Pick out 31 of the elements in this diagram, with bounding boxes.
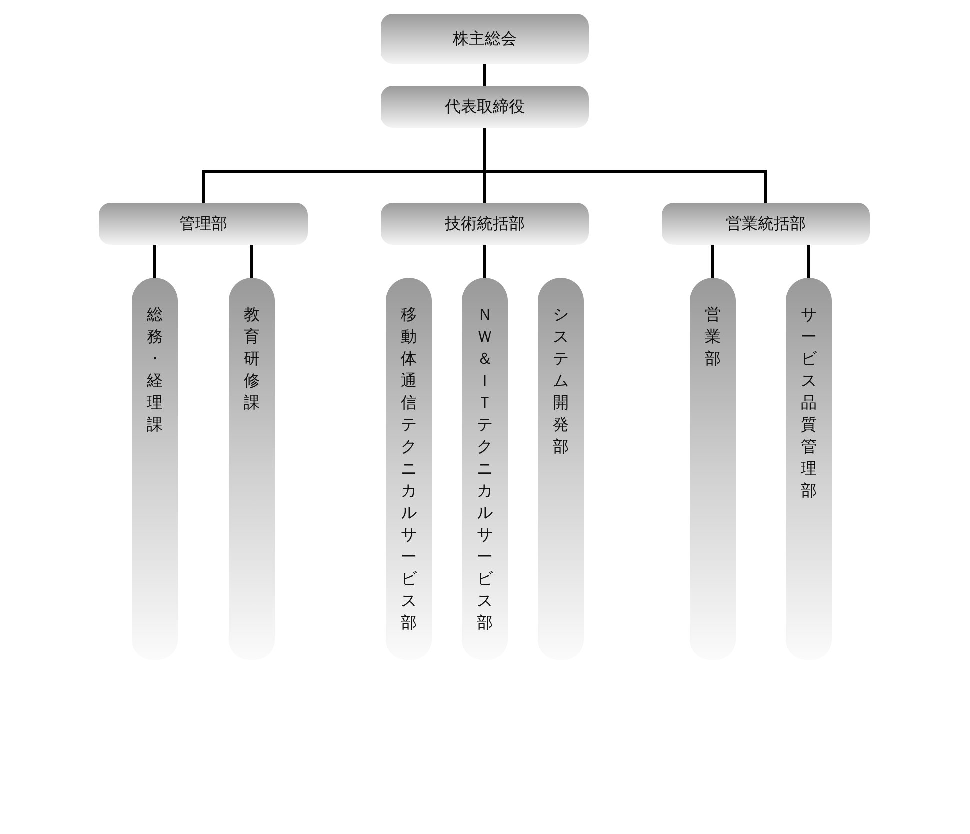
- org-box: [662, 203, 870, 245]
- department-column: [538, 278, 584, 660]
- connector-line: [484, 128, 768, 203]
- department-name: 移動体通信テクニカルサービス部: [400, 304, 418, 634]
- department-name: システム開発部: [552, 304, 570, 458]
- department-column: [132, 278, 178, 660]
- department-name: 総務・経理課: [146, 304, 164, 436]
- department-name: 代表取締役: [445, 96, 525, 118]
- connector-line: [712, 245, 714, 278]
- department-column: [462, 278, 508, 660]
- department-column: [786, 278, 832, 660]
- org-box: [381, 203, 589, 245]
- org-box: [381, 86, 589, 128]
- department-name: 株主総会: [453, 28, 517, 50]
- department-column: [690, 278, 736, 660]
- connector-line: [484, 245, 486, 278]
- connector-line: [154, 245, 156, 278]
- department-column: [229, 278, 275, 660]
- department-name: 技術統括部: [445, 214, 525, 234]
- department-name: 教育研修課: [244, 304, 260, 414]
- department-name: ＮＷ＆ＩＴテクニカルサービス部: [476, 304, 494, 634]
- connector-line: [250, 245, 254, 278]
- org-box: [381, 14, 589, 64]
- department-name: サービス品質管理部: [800, 304, 818, 502]
- connector-line: [484, 64, 486, 86]
- department-name: 管理部: [180, 214, 228, 234]
- org-box: [99, 203, 308, 245]
- department-name: 営業部: [704, 304, 722, 370]
- department-column: [386, 278, 432, 660]
- connector-line: [808, 245, 810, 278]
- department-name: 営業統括部: [726, 214, 806, 234]
